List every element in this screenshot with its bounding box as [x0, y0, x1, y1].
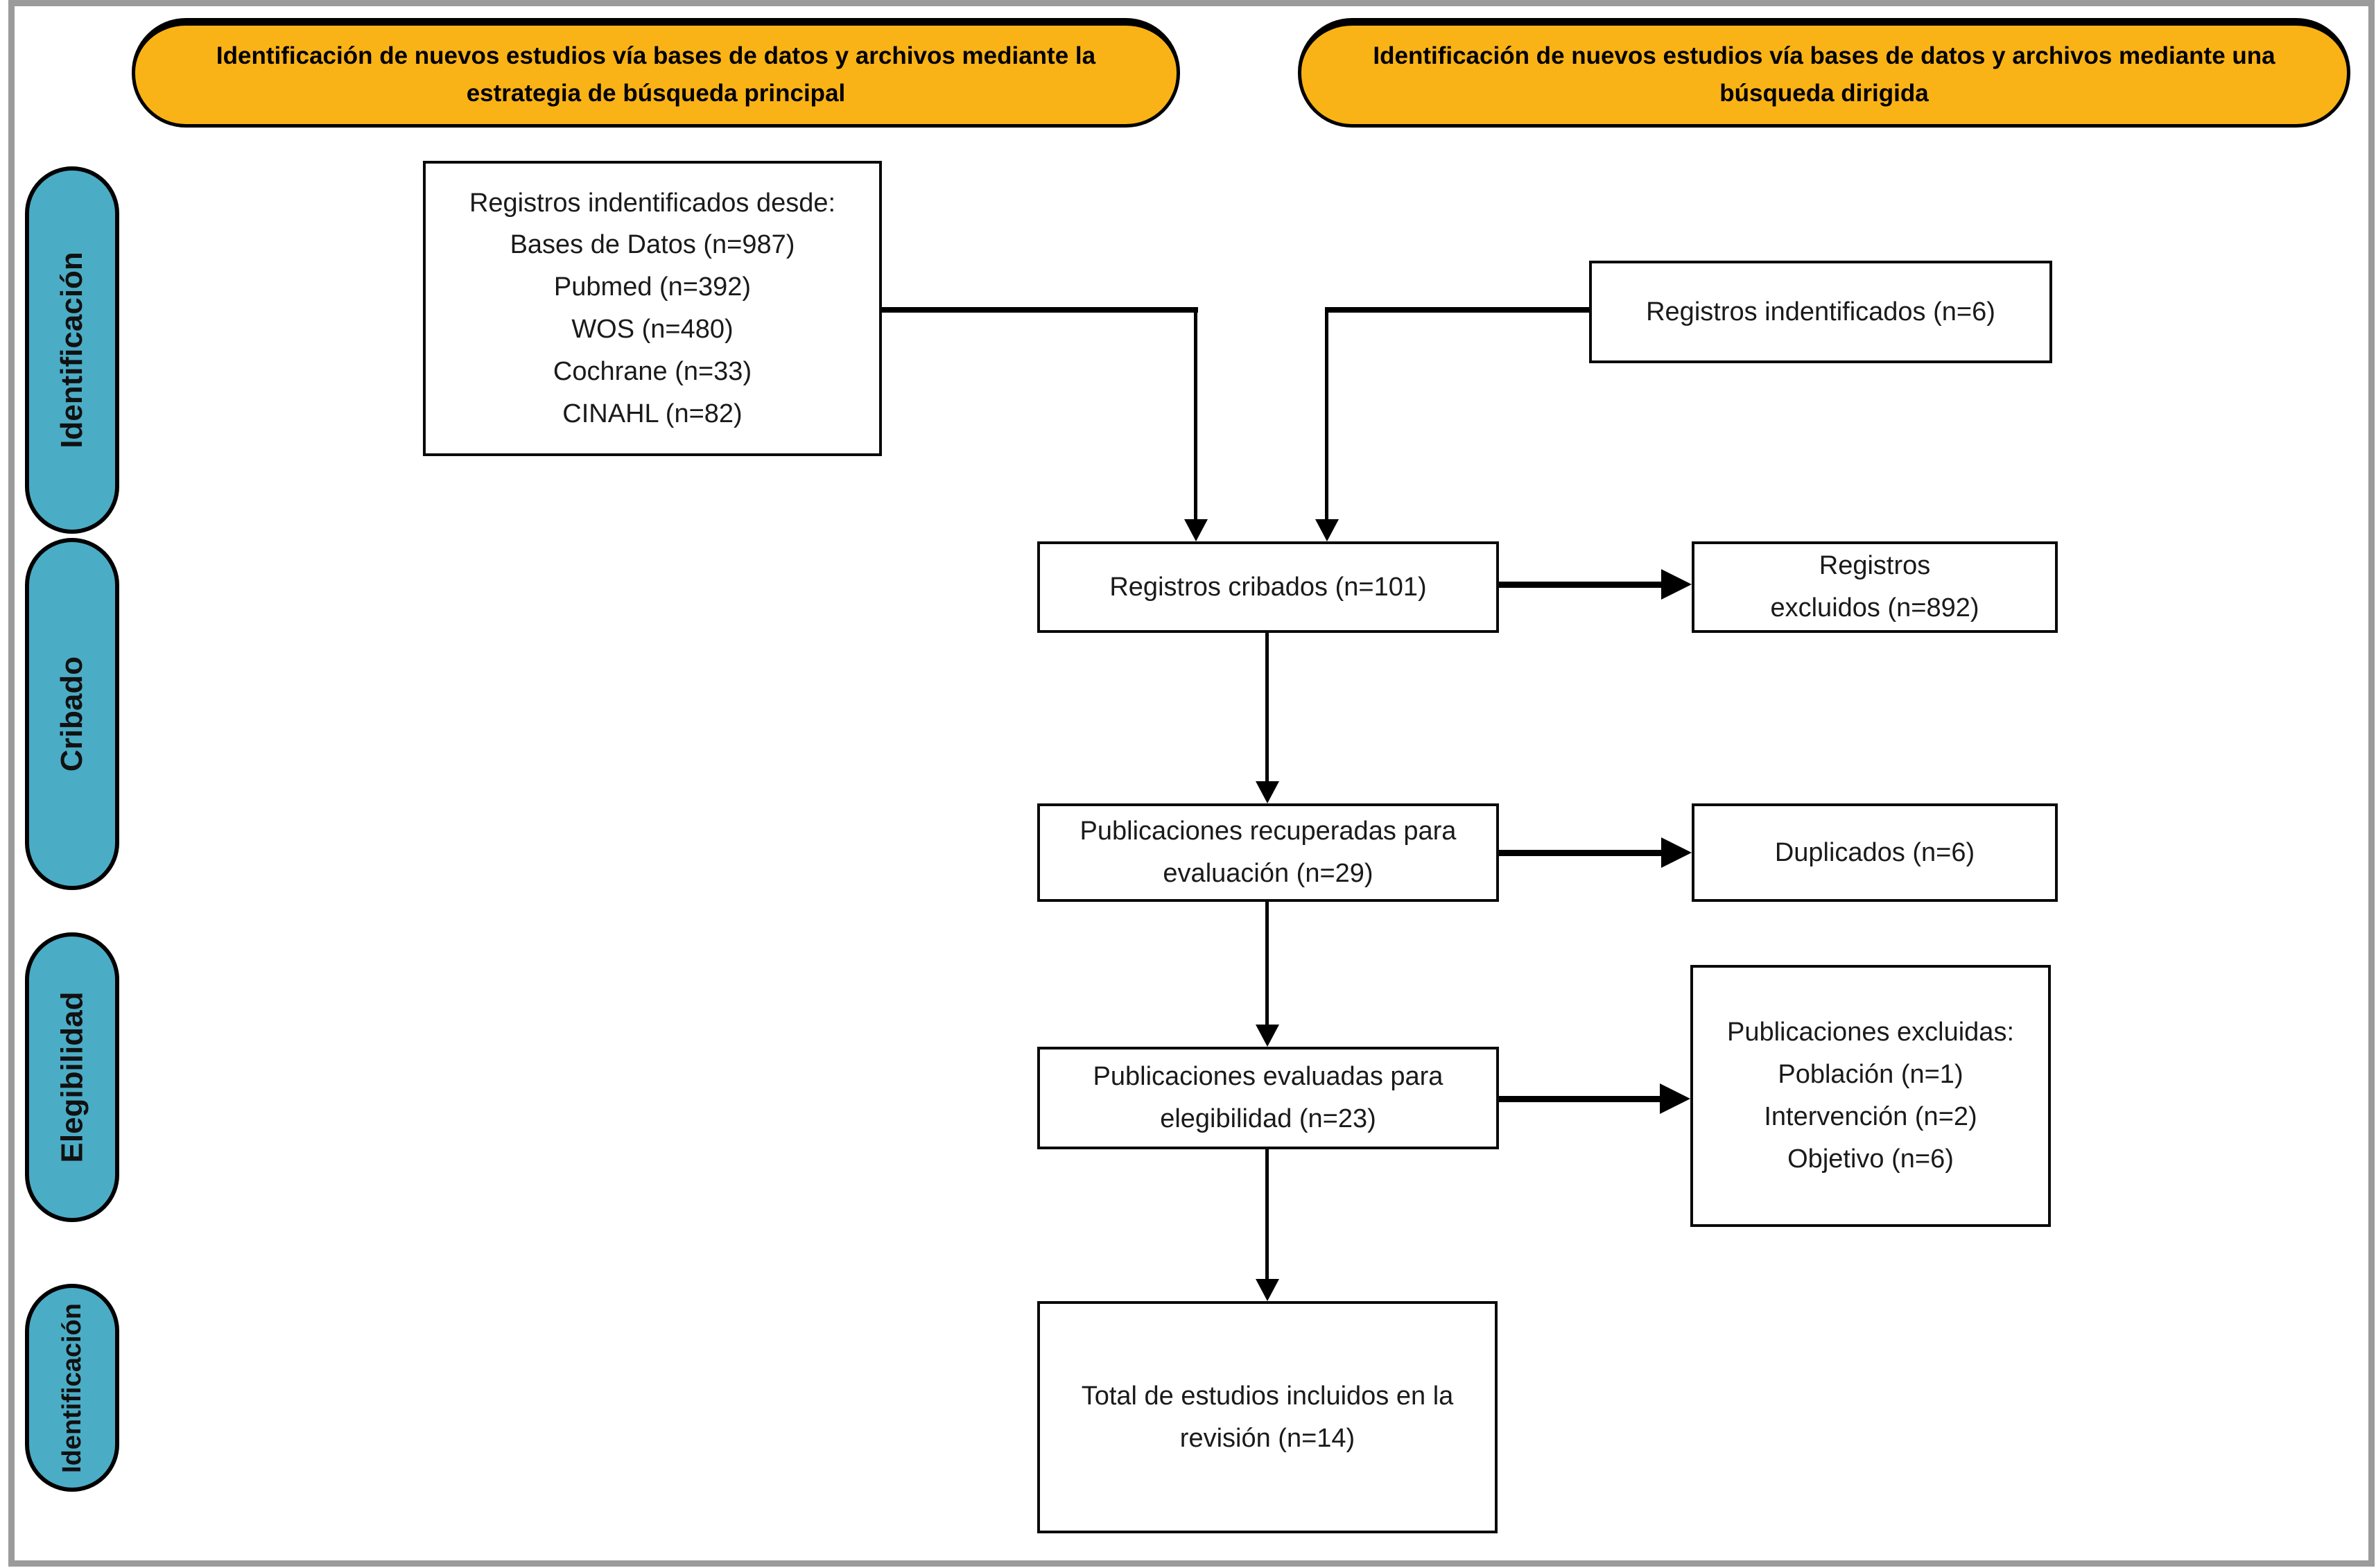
- retrieved-line1: Publicaciones recuperadas para: [1079, 817, 1457, 846]
- connector-sources-vertical-line: [1194, 307, 1197, 522]
- header-primary-search: Identificación de nuevos estudios vía ba…: [132, 18, 1180, 128]
- header-targeted-line2: búsqueda dirigida: [1719, 80, 1929, 107]
- excluded-pubs-intervention: Intervención (n=2): [1764, 1102, 1977, 1131]
- arrow-assessed-to-excludedpubs-head: [1660, 1083, 1690, 1114]
- box-studies-included: Total de estudios incluidos en la revisi…: [1037, 1301, 1498, 1533]
- arrow-retrieved-to-duplicates-head: [1661, 837, 1692, 868]
- header-primary-line2: estrategia de búsqueda principal: [466, 80, 846, 107]
- excluded-records-line1: Registros: [1819, 551, 1931, 581]
- arrow-retrieved-to-duplicates-line: [1499, 850, 1665, 856]
- arrow-screened-to-retrieved-head: [1256, 781, 1279, 803]
- sources-line-title: Registros indentificados desde:: [469, 188, 836, 218]
- stage-eligibility-label: Elegibilidad: [55, 991, 89, 1163]
- excluded-records-line2: excluidos (n=892): [1770, 593, 1979, 622]
- box-duplicates: Duplicados (n=6): [1692, 803, 2058, 902]
- arrow-retrieved-to-assessed-line: [1265, 902, 1269, 1027]
- stage-identification-bottom: Identificación: [25, 1284, 119, 1492]
- sources-line-cinahl: CINAHL (n=82): [562, 399, 743, 428]
- targeted-records-label: Registros indentificados (n=6): [1646, 297, 1995, 326]
- stage-eligibility: Elegibilidad: [25, 932, 119, 1222]
- arrow-assessed-to-included-line: [1265, 1149, 1269, 1281]
- box-records-identified-targeted: Registros indentificados (n=6): [1589, 261, 2052, 363]
- stage-identification-top: Identificación: [25, 166, 119, 534]
- included-line2: revisión (n=14): [1179, 1423, 1355, 1453]
- arrow-screened-to-retrieved-line: [1265, 633, 1269, 784]
- stage-screening: Cribado: [25, 538, 119, 890]
- sources-line-pubmed: Pubmed (n=392): [553, 272, 752, 302]
- arrow-assessed-to-included-head: [1256, 1279, 1279, 1301]
- sources-line-wos: WOS (n=480): [571, 315, 734, 344]
- arrow-assessed-to-excludedpubs-line: [1499, 1096, 1664, 1102]
- sources-line-cochrane: Cochrane (n=33): [553, 356, 752, 386]
- arrow-retrieved-to-assessed-head: [1256, 1025, 1279, 1047]
- assessed-line2: elegibilidad (n=23): [1160, 1104, 1376, 1133]
- box-records-screened: Registros cribados (n=101): [1037, 541, 1499, 633]
- connector-targeted-arrowhead: [1315, 519, 1339, 541]
- header-targeted-search: Identificación de nuevos estudios vía ba…: [1298, 18, 2350, 128]
- duplicates-label: Duplicados (n=6): [1774, 837, 1975, 867]
- excluded-pubs-objective: Objetivo (n=6): [1787, 1144, 1954, 1174]
- box-publications-assessed: Publicaciones evaluadas para elegibilida…: [1037, 1047, 1499, 1149]
- header-primary-line1: Identificación de nuevos estudios vía ba…: [216, 42, 1096, 69]
- box-publications-retrieved: Publicaciones recuperadas para evaluació…: [1037, 803, 1499, 902]
- arrow-screened-to-excluded-line: [1499, 582, 1665, 588]
- box-records-identified-sources: Registros indentificados desde: Bases de…: [423, 161, 882, 456]
- connector-sources-horizontal-line: [882, 307, 1198, 313]
- stage-screening-label: Cribado: [55, 656, 89, 772]
- connector-targeted-horizontal-line: [1325, 307, 1589, 313]
- stage-identification-top-label: Identificación: [55, 252, 89, 448]
- stage-identification-bottom-label: Identificación: [57, 1303, 87, 1473]
- connector-targeted-vertical-line: [1325, 307, 1328, 522]
- box-records-excluded: Registros excluidos (n=892): [1692, 541, 2058, 633]
- assessed-line1: Publicaciones evaluadas para: [1093, 1062, 1443, 1092]
- excluded-pubs-population: Población (n=1): [1778, 1060, 1963, 1090]
- connector-sources-arrowhead: [1184, 519, 1208, 541]
- arrow-screened-to-excluded-head: [1661, 569, 1692, 600]
- included-line1: Total de estudios incluidos en la: [1081, 1381, 1454, 1411]
- screened-label: Registros cribados (n=101): [1109, 572, 1427, 602]
- box-publications-excluded: Publicaciones excluidas: Población (n=1)…: [1690, 965, 2051, 1227]
- retrieved-line2: evaluación (n=29): [1163, 859, 1373, 888]
- sources-line-databases: Bases de Datos (n=987): [510, 230, 795, 260]
- excluded-pubs-title: Publicaciones excluidas:: [1726, 1018, 2014, 1047]
- header-targeted-line1: Identificación de nuevos estudios vía ba…: [1373, 42, 2275, 69]
